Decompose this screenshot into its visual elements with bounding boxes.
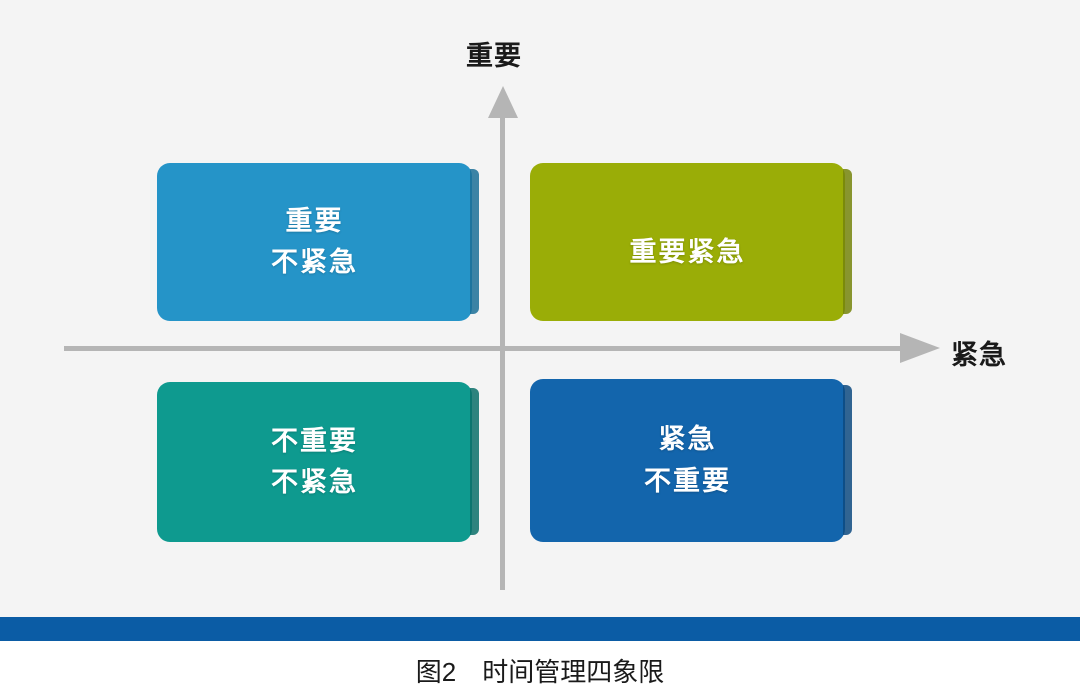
quadrant-label-group: 重要紧急 xyxy=(630,210,746,273)
quadrant-label-line: 重要紧急 xyxy=(629,237,746,268)
accent-bar xyxy=(0,617,1080,641)
quadrant-shadow-edge xyxy=(470,388,479,535)
quadrant-label-group: 不重要 不紧急 xyxy=(271,421,358,503)
x-axis-line xyxy=(64,346,922,351)
quadrant-not-important-not-urgent[interactable]: 不重要 不紧急 xyxy=(157,382,479,542)
quadrant-important-not-urgent[interactable]: 重要 不紧急 xyxy=(157,163,479,321)
quadrant-important-urgent[interactable]: 重要紧急 xyxy=(530,163,852,321)
quadrant-label-line: 不重要 xyxy=(271,425,358,456)
quadrant-urgent-not-important[interactable]: 紧急 不重要 xyxy=(530,379,852,542)
x-axis-label: 紧急 xyxy=(951,340,1007,370)
y-axis-label: 重要 xyxy=(466,41,522,71)
quadrant-label-line: 不紧急 xyxy=(271,247,358,277)
quadrant-shadow-edge xyxy=(843,169,852,314)
y-axis-line xyxy=(500,108,505,590)
quadrant-label-group: 重要 不紧急 xyxy=(271,201,358,283)
quadrant-shadow-edge xyxy=(843,385,852,535)
quadrant-label-line: 紧急 xyxy=(658,424,717,455)
x-axis-arrow-icon xyxy=(900,333,940,363)
y-axis-arrow-icon xyxy=(488,86,518,118)
quadrant-label-line: 不紧急 xyxy=(271,467,358,497)
quadrant-label-group: 紧急 不重要 xyxy=(644,419,731,501)
figure-caption: 图2 时间管理四象限 xyxy=(415,657,665,687)
quadrant-label-line: 重要 xyxy=(285,205,344,236)
quadrant-shadow-edge xyxy=(470,169,479,314)
quadrant-label-line: 不重要 xyxy=(644,465,731,496)
